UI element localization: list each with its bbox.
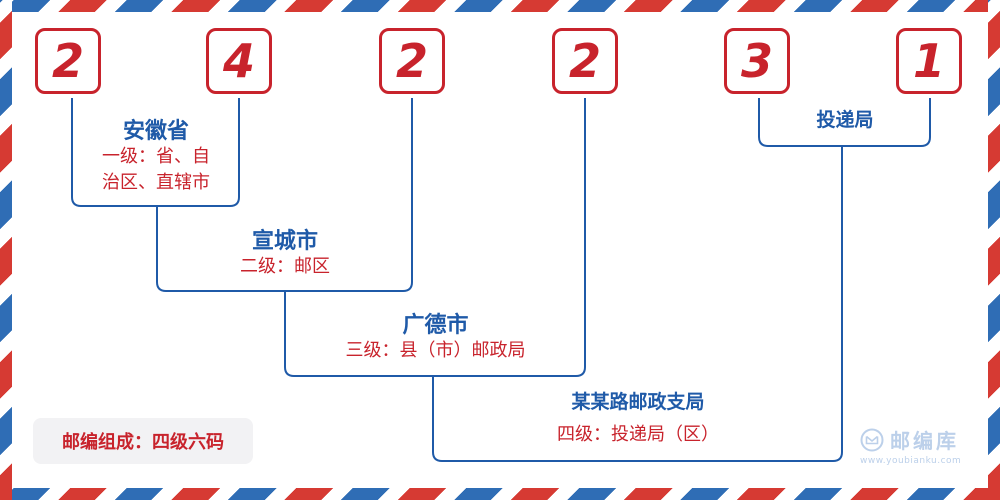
postcode-digit-2: 4: [206, 28, 272, 94]
branch-label: 某某路邮政支局 四级：投递局（区）: [434, 390, 842, 448]
airmail-border-top: [0, 0, 1000, 12]
postcode-digit-4: 2: [552, 28, 618, 94]
city-label: 宣城市 二级：邮区: [158, 228, 412, 280]
province-label: 安徽省 一级：省、自 治区、直辖市: [73, 118, 239, 196]
composition-badge: 邮编组成：四级六码: [33, 418, 253, 464]
county-level-desc: 三级：县（市）邮政局: [345, 340, 526, 361]
province-level-desc-1: 一级：省、自: [102, 146, 210, 167]
postcode-digit-3: 2: [379, 28, 445, 94]
branch-level-desc: 四级：投递局（区）: [557, 424, 719, 445]
brand-watermark: 邮编库 www.youbianku.com: [860, 425, 980, 469]
city-level-desc: 二级：邮区: [240, 256, 330, 277]
envelope-icon: [860, 428, 884, 451]
delivery-name: 投递局: [816, 109, 874, 131]
province-name: 安徽省: [122, 118, 189, 144]
county-label: 广德市 三级：县（市）邮政局: [286, 312, 585, 364]
county-name: 广德市: [402, 312, 469, 338]
province-level-desc-2: 治区、直辖市: [102, 172, 210, 193]
branch-name: 某某路邮政支局: [571, 391, 705, 413]
brand-name: 邮编库: [890, 429, 959, 453]
postcode-digit-1: 2: [35, 28, 101, 94]
postcode-digit-5: 3: [724, 28, 790, 94]
airmail-border-bottom: [0, 488, 1000, 500]
airmail-border-right: [988, 0, 1000, 500]
brand-url: www.youbianku.com: [860, 456, 962, 466]
airmail-border-left: [0, 0, 12, 500]
delivery-label: 投递局: [760, 108, 930, 132]
postcode-digit-6: 1: [896, 28, 962, 94]
city-name: 宣城市: [251, 228, 318, 254]
